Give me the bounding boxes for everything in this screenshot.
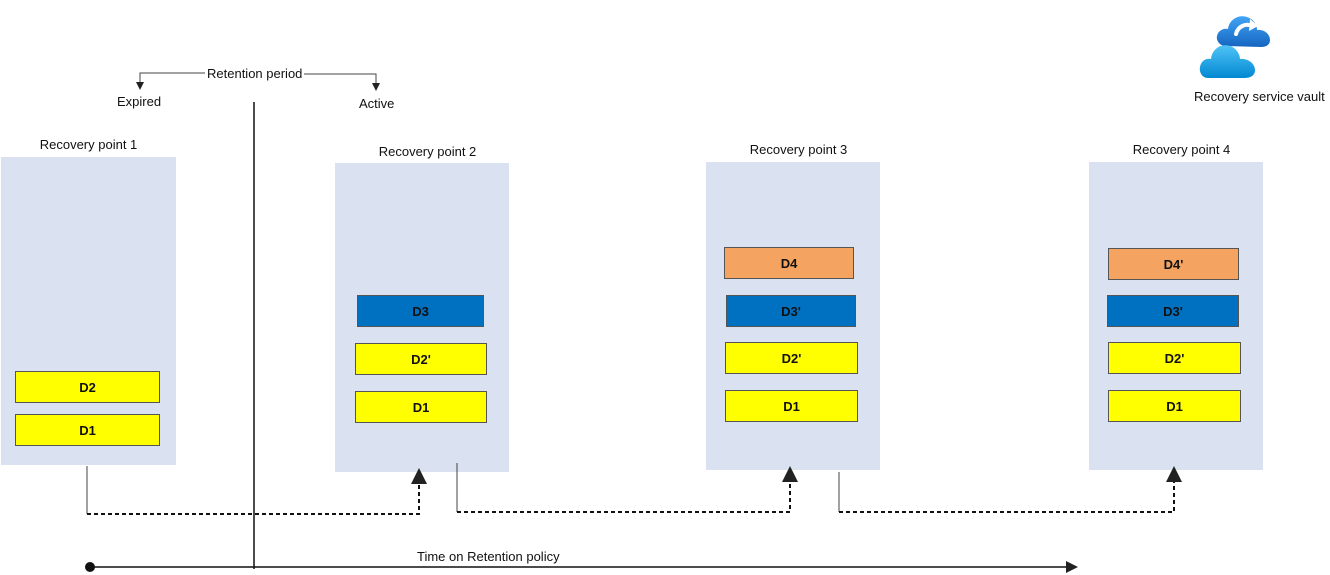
retention-period-label: Retention period xyxy=(207,66,303,81)
rp1-block-d2: D2 xyxy=(15,371,160,403)
rp3-block-d1: D1 xyxy=(725,390,858,422)
rp2-block-d2prime: D2' xyxy=(355,343,487,375)
rp1-block-d1: D1 xyxy=(15,414,160,446)
vault-label: Recovery service vault xyxy=(1194,89,1325,104)
rp2-block-d1: D1 xyxy=(355,391,487,423)
rp2-block-d3: D3 xyxy=(357,295,484,327)
expired-label: Expired xyxy=(117,94,162,109)
timeline-label: Time on Retention policy xyxy=(417,549,560,564)
rp4-block-d2prime: D2' xyxy=(1108,342,1241,374)
rp3-block-d4: D4 xyxy=(724,247,854,279)
rp4-block-d4prime: D4' xyxy=(1108,248,1239,280)
rp3-block-d2prime: D2' xyxy=(725,342,858,374)
recovery-point-1-title: Recovery point 1 xyxy=(39,137,138,152)
timeline-axis xyxy=(85,561,1078,573)
active-label: Active xyxy=(359,96,395,111)
recovery-point-4-title: Recovery point 4 xyxy=(1132,142,1231,157)
recovery-point-2-title: Recovery point 2 xyxy=(378,144,477,159)
incremental-arrows xyxy=(87,466,1182,515)
rp4-block-d1: D1 xyxy=(1108,390,1241,422)
cloud-sync-icon xyxy=(1199,16,1270,78)
vault-icon-group xyxy=(1198,0,1280,80)
recovery-point-3-title: Recovery point 3 xyxy=(749,142,848,157)
rp4-block-d3prime: D3' xyxy=(1107,295,1239,327)
recovery-point-1-panel xyxy=(1,157,176,465)
rp3-block-d3prime: D3' xyxy=(726,295,856,327)
